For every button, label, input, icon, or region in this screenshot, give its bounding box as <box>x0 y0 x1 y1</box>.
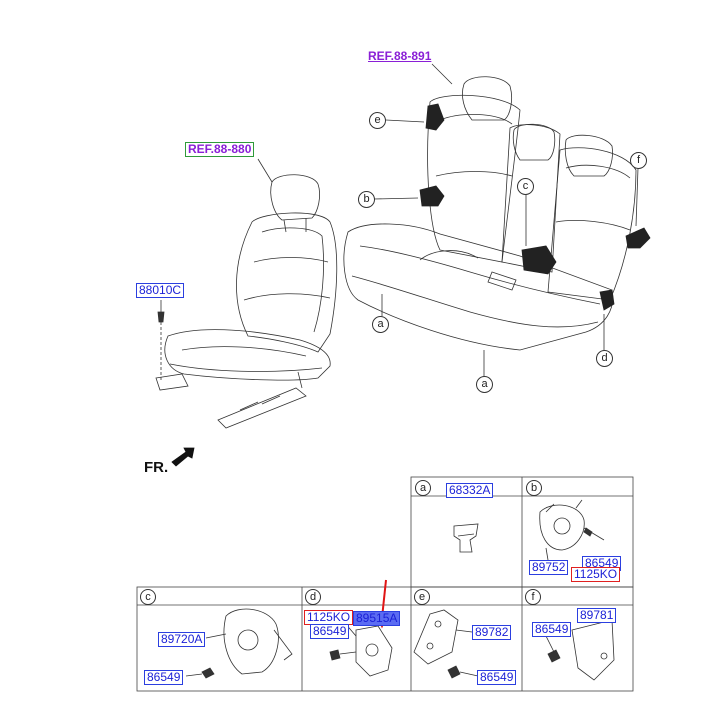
callout-e[interactable]: e <box>369 112 386 129</box>
bracket-89515A-drawing <box>329 621 393 677</box>
part-label-86549-c[interactable]: 86549 <box>144 670 184 685</box>
ref-front-seat-label[interactable]: REF.88-880 <box>185 142 255 157</box>
callout-b[interactable]: b <box>358 191 375 208</box>
table-header-d: d <box>305 589 321 605</box>
table-header-a: a <box>415 480 431 496</box>
part-label-89782[interactable]: 89782 <box>472 625 512 640</box>
part-label-1125KO-d[interactable]: 1125KO <box>304 610 354 625</box>
part-label-89752[interactable]: 89752 <box>529 560 569 575</box>
part-label-89720A[interactable]: 89720A <box>158 632 206 647</box>
direction-label: FR. <box>144 459 169 476</box>
part-label-86549-d[interactable]: 86549 <box>310 624 350 639</box>
part-label-68332A[interactable]: 68332A <box>446 483 494 498</box>
callout-c[interactable]: c <box>517 178 534 195</box>
direction-arrow-icon <box>171 447 195 467</box>
part-label-1125KO-b[interactable]: 1125KO <box>571 567 621 582</box>
clip-68332A-drawing <box>453 523 479 553</box>
part-label-86549-e[interactable]: 86549 <box>477 670 517 685</box>
callout-a-left[interactable]: a <box>372 316 389 333</box>
table-header-e: e <box>414 589 430 605</box>
bracket-89720A-drawing <box>185 608 293 679</box>
bracket-89752-drawing <box>539 499 605 561</box>
front-seat-drawing <box>155 158 338 429</box>
callout-a-bottom[interactable]: a <box>476 376 493 393</box>
rear-brackets <box>419 103 651 311</box>
callout-f[interactable]: f <box>630 152 647 169</box>
part-label-88010C[interactable]: 88010C <box>136 283 185 298</box>
part-label-89515A[interactable]: 89515A <box>353 611 401 626</box>
part-label-86549-f[interactable]: 86549 <box>532 622 572 637</box>
part-label-89781[interactable]: 89781 <box>577 608 617 623</box>
callout-d[interactable]: d <box>596 350 613 367</box>
table-header-f: f <box>525 589 541 605</box>
ref-rear-seat-label[interactable]: REF.88-891 <box>368 49 432 63</box>
table-header-b: b <box>526 480 542 496</box>
rear-seat-drawing <box>343 63 639 376</box>
table-header-c: c <box>140 589 156 605</box>
bracket-89782-drawing <box>413 609 479 679</box>
